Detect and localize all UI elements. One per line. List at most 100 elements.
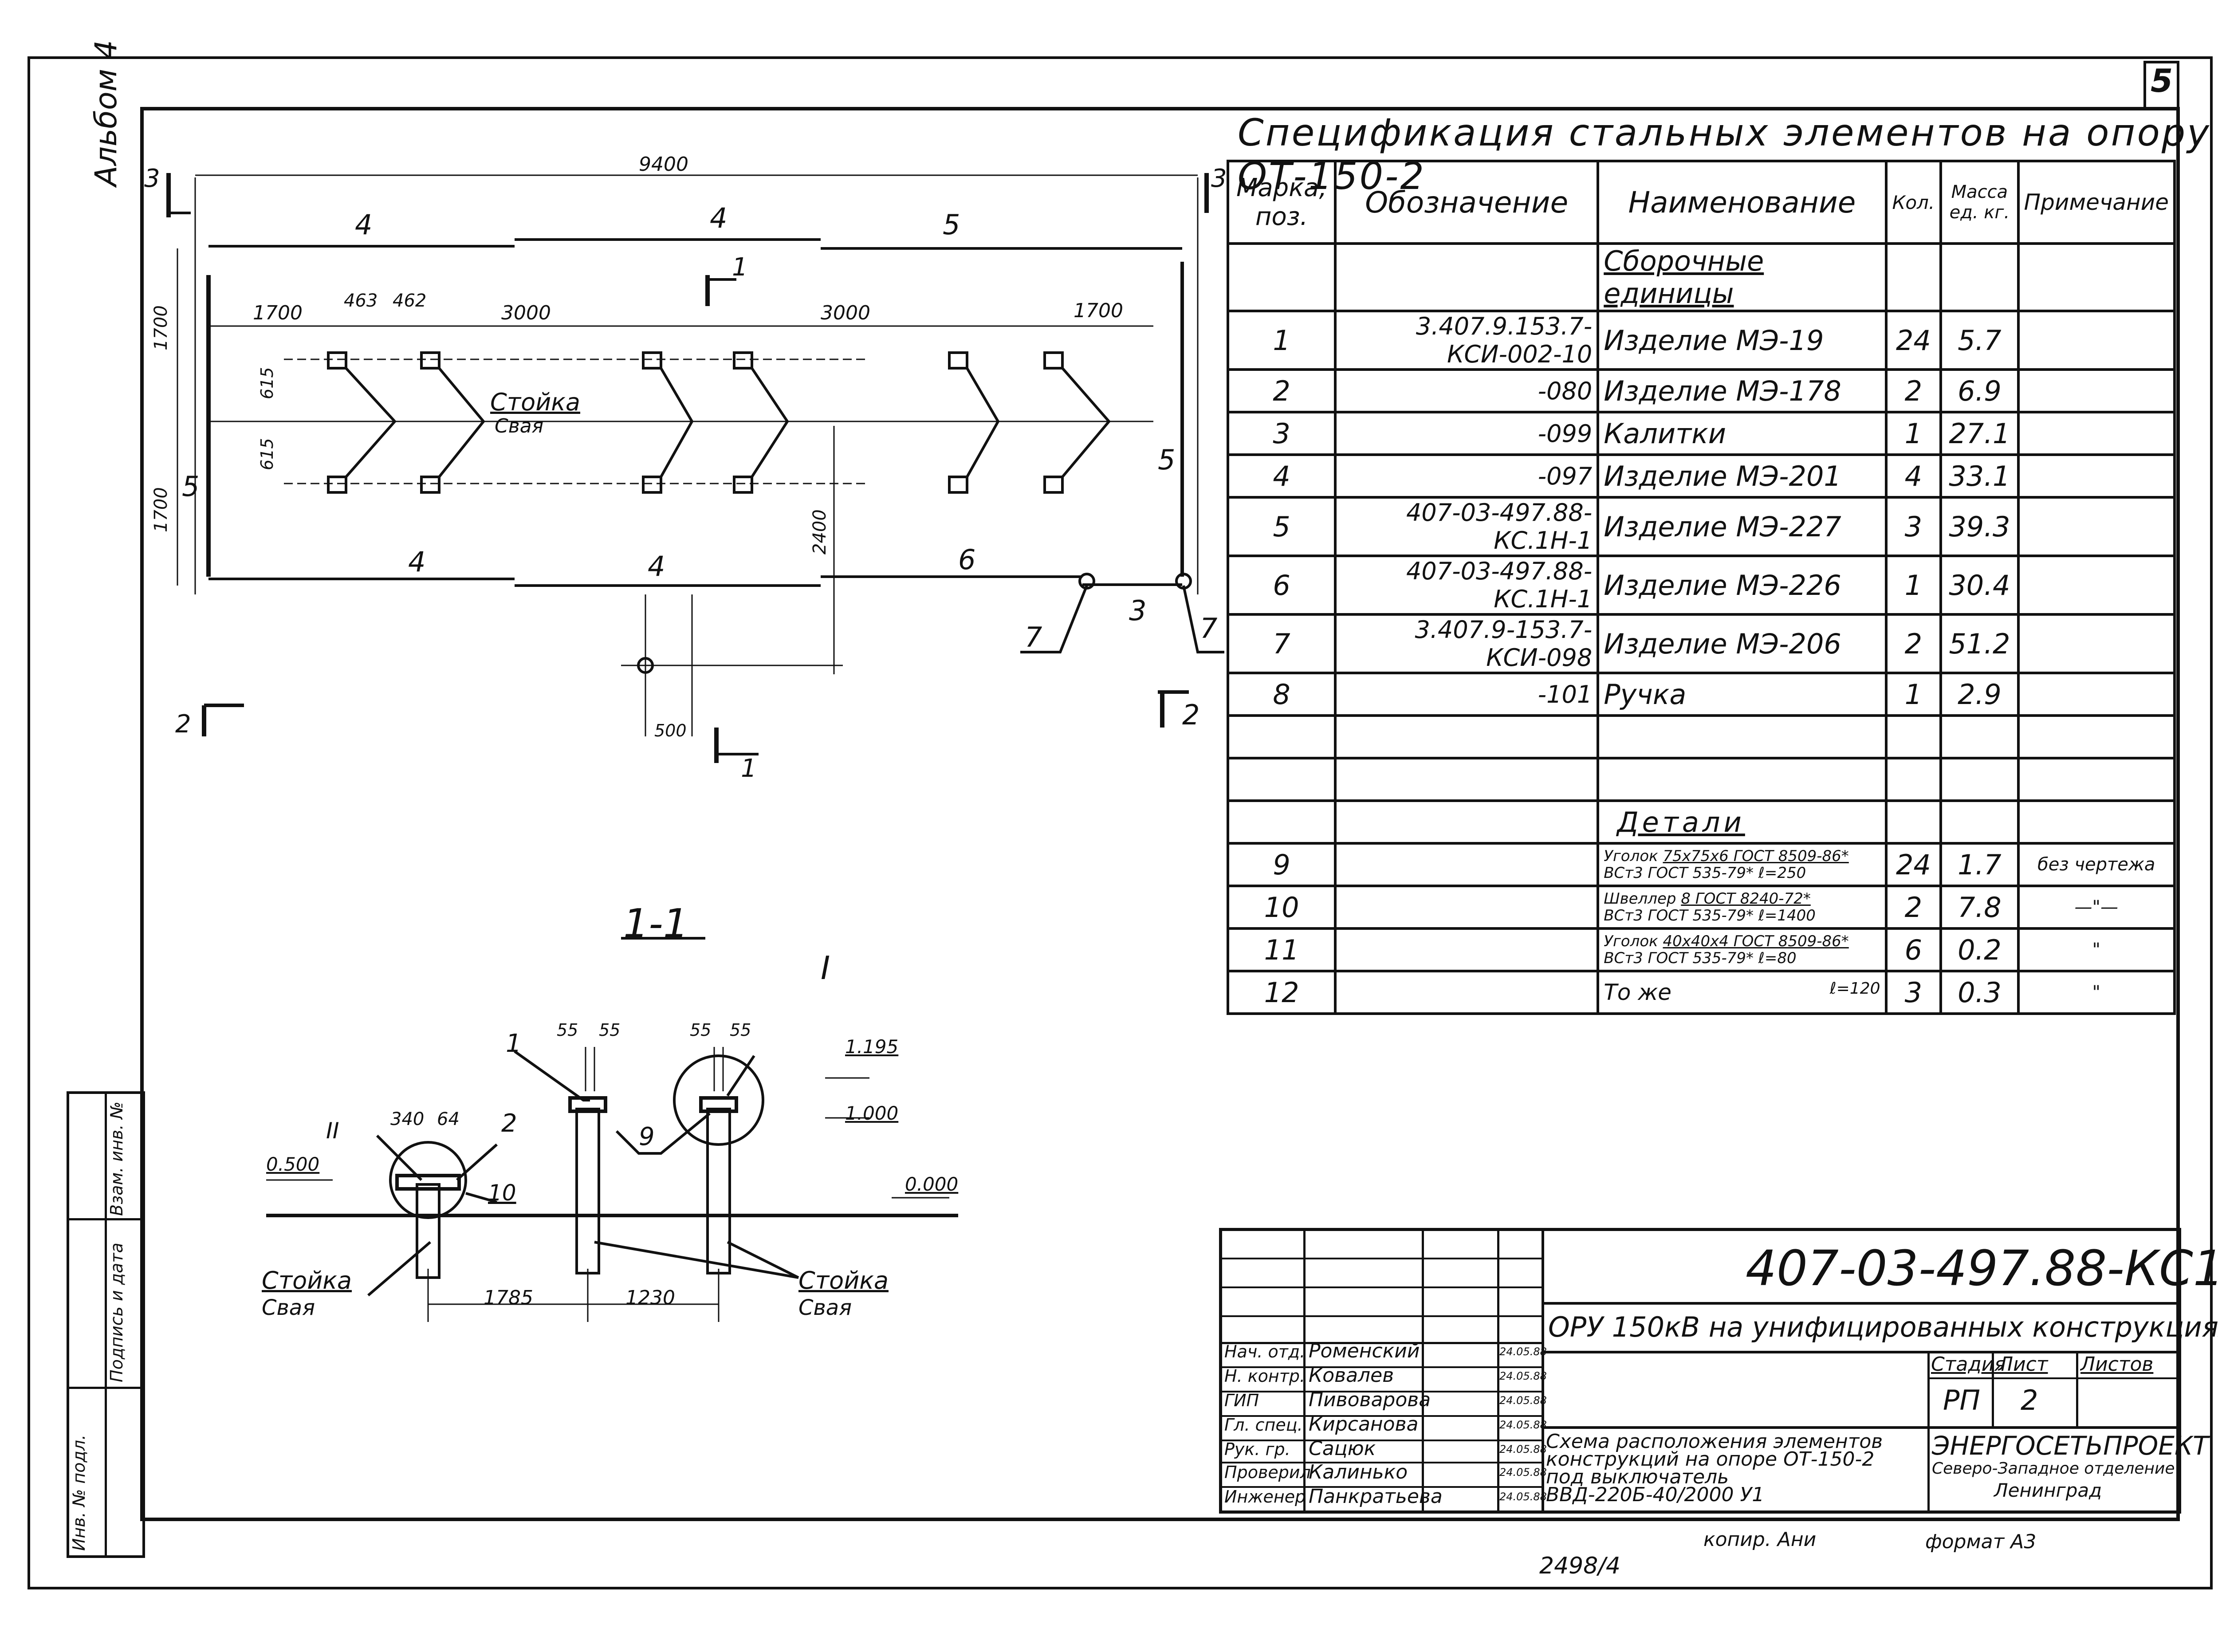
sec-dim-340: 340 [390,1109,425,1129]
sheet-number: 5 [2151,62,2173,99]
org-name: ЭНЕРГОСЕТЬПРОЕКТ [1932,1431,2209,1461]
detail-steel: ВСт3 ГОСТ 535-79* [1604,907,1754,924]
dim-left-1: 1700 [151,305,171,350]
callout-I: I [821,949,830,987]
cell-note: " [2017,927,2176,972]
level-1195: 1.195 [845,1036,899,1058]
cell-des: 407-03-497.88-КС.1Н-1 [1334,555,1600,616]
cell-qty: 24 [1884,310,1943,371]
stage-value: РП [1943,1384,1981,1416]
sec-svaya-right: Свая [798,1295,852,1320]
section-mark-3-left: 3 [144,164,160,193]
spec-table: Марка, поз. Обозначение Наименование Кол… [1226,160,2176,1015]
cell-qty: 2 [1884,368,1943,413]
staff-name: Ковалев [1309,1364,1394,1387]
staff-name: Кирсанова [1309,1413,1419,1436]
cell-name: Ручка [1597,672,1888,717]
sec-pos-10: 10 [488,1180,516,1206]
sheet-value: 2 [2021,1384,2038,1416]
detail-profile: 40х40х4 ГОСТ 8509-86* [1663,932,1849,950]
sec-dim-1230: 1230 [625,1286,675,1309]
cell-name: Швеллер 8 ГОСТ 8240-72*ВСт3 ГОСТ 535-79*… [1597,885,1888,930]
plan-pos-6: 6 [958,543,976,576]
cell-pos: 6 [1226,555,1337,616]
cell-qty: 2 [1884,885,1943,930]
cell-des: -101 [1334,672,1600,717]
plan-label-svaya: Свая [495,415,544,437]
cell-name: Калитки [1597,411,1888,456]
cell-des: -097 [1334,453,1600,499]
sheet-number-box [2143,61,2179,110]
cell-note [2017,310,2176,371]
staff-name: Калинько [1309,1461,1408,1483]
cell-pos: 10 [1226,885,1337,930]
sec-pos-2: 2 [501,1109,517,1138]
hdr-pos: Марка, поз. [1226,160,1337,245]
detail-profile: 8 ГОСТ 8240-72* [1681,890,1811,908]
plan-pos-5b: 5 [182,470,200,503]
staff-role: Н. контр. [1224,1366,1306,1386]
cell-pos: 7 [1226,613,1337,674]
cell-name: Уголок 75х75х6 ГОСТ 8509-86*ВСт3 ГОСТ 53… [1597,842,1888,887]
cell-name: Изделие МЭ-206 [1597,613,1888,674]
plan-pos-5c: 5 [1158,444,1176,476]
cell-mass: 39.3 [1939,496,2020,557]
plan-pos-5a: 5 [943,208,960,241]
sheet-title: Схема расположения элементов конструкций… [1546,1430,1883,1506]
section-mark-1-top: 1 [732,253,748,282]
doc-code: 407-03-497.88-КС1 [1746,1240,2218,1297]
staff-date: 24.05.88 [1499,1491,1547,1503]
section-assemblies: Сборочные единицы [1597,242,1888,312]
sheets-header: Листов [2080,1353,2154,1376]
cell-mass: 5.7 [1939,310,2020,371]
dim-615-a: 615 [257,367,277,399]
sec-dim-55a: 55 [557,1020,578,1040]
staff-date: 24.05.88 [1499,1466,1547,1479]
cell-note [2017,672,2176,717]
staff-role: Нач. отд. [1224,1342,1306,1361]
cell-qty: 24 [1884,842,1943,887]
cell-pos: 12 [1226,970,1337,1015]
cell-note [2017,613,2176,674]
plan-pos-4c: 4 [408,546,426,578]
plan-pos-3: 3 [1129,594,1147,627]
org-city: Ленинград [1994,1479,2102,1501]
table-row: 10 Швеллер 8 ГОСТ 8240-72*ВСт3 ГОСТ 535-7… [1226,885,2176,930]
staff-date: 24.05.88 [1499,1370,1547,1382]
section-mark-1-bottom: 1 [741,754,757,783]
cell-pos: 1 [1226,310,1337,371]
dim-top-6: 1700 [1074,299,1123,322]
cell-pos: 4 [1226,453,1337,499]
cell-name: Уголок 40х40х4 ГОСТ 8509-86*ВСт3 ГОСТ 53… [1597,927,1888,972]
outer-border [28,56,2213,1589]
cell-pos: 8 [1226,672,1337,717]
detail-name: Уголок [1604,932,1658,950]
plan-pos-7a: 7 [1025,621,1042,653]
plan-label-stoika: Стойка [490,388,581,416]
staff-role: Рук. гр. [1224,1440,1290,1459]
sec-pos-1: 1 [506,1029,522,1058]
staff-role: Проверил [1224,1463,1311,1482]
section-details: Детали [1597,799,1888,845]
staff-date: 24.05.88 [1499,1394,1547,1407]
staff-date: 24.05.88 [1499,1345,1547,1358]
detail-steel: ВСт3 ГОСТ 535-79* [1604,949,1754,967]
section-mark-2-left: 2 [175,710,191,739]
staff-role: Гл. спец. [1224,1415,1303,1435]
staff-date: 24.05.88 [1499,1419,1547,1431]
inner-border [140,107,2180,1521]
cell-des: 3.407.9-153.7-КСИ-098 [1334,613,1600,674]
level-0500: 0.500 [266,1153,320,1175]
cell-mass: 0.2 [1939,927,2020,972]
cell-mass: 27.1 [1939,411,2020,456]
cell-mass: 1.7 [1939,842,2020,887]
footer-number: 2498/4 [1539,1553,1620,1579]
stamp-inv: Инв. № подл. [69,1434,89,1551]
section-mark-3-right: 3 [1211,164,1227,193]
